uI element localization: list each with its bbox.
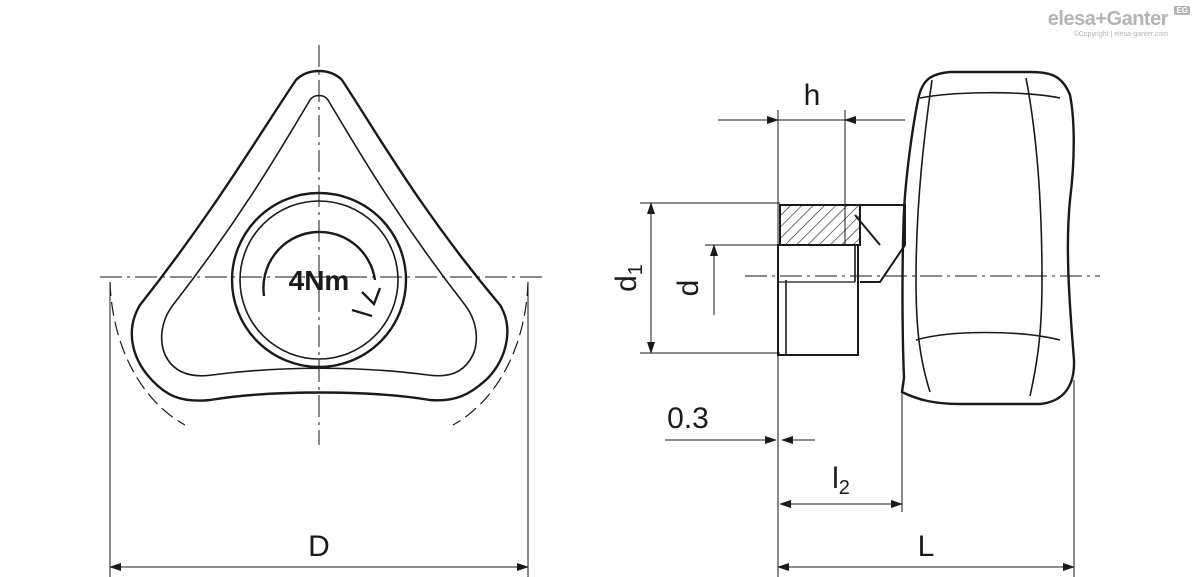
knob-inner-contour [160, 94, 478, 377]
diameter-label: D [308, 530, 330, 563]
clearance-label: 0.3 [667, 402, 709, 435]
brand-logo: elesa+Ganter ©Copyright | elesa-ganter.c… [1047, 6, 1190, 38]
torque-label: 4Nm [289, 265, 350, 296]
knob-grip-body [900, 70, 1076, 406]
thread-length-dimension [779, 392, 903, 512]
brand-name: elesa+Ganter [1047, 8, 1169, 30]
knob-grip-facet-top [919, 91, 1061, 99]
brand-badge: EG [1174, 6, 1190, 15]
outer-diameter-dimension [640, 202, 780, 354]
knob-grip-facet-right [1025, 77, 1043, 397]
outer-reference-arc-left [109, 281, 186, 426]
length-label: L [918, 530, 935, 563]
insert-hatched-upper [779, 204, 861, 246]
bore-diameter-label: d [672, 280, 705, 297]
knob-grip-facet-left [915, 79, 933, 393]
side-view [745, 70, 1100, 406]
height-label: h [804, 79, 821, 112]
bore-diameter-dimension [705, 244, 780, 315]
height-dimension [718, 110, 905, 245]
front-view [100, 45, 545, 445]
clearance-dimension [665, 355, 815, 450]
torque-arrow-arc [262, 230, 377, 297]
outer-diameter-label: d1 [610, 264, 647, 292]
thread-length-label: l2 [832, 462, 850, 499]
diameter-dimension [109, 282, 529, 577]
boss-outer-ring [230, 191, 408, 369]
torque-arrow-head [351, 287, 382, 318]
outer-reference-arc-right [452, 281, 529, 426]
brand-copyright: ©Copyright | elesa-ganter.com [1073, 31, 1168, 38]
boss-inner-ring [239, 200, 399, 360]
insert-bore [777, 244, 859, 356]
knob-grip-facet-bottom [915, 331, 1061, 341]
insert-hub-outline [854, 204, 906, 283]
length-dimension [777, 380, 1075, 577]
knob-outer-contour [130, 69, 509, 402]
